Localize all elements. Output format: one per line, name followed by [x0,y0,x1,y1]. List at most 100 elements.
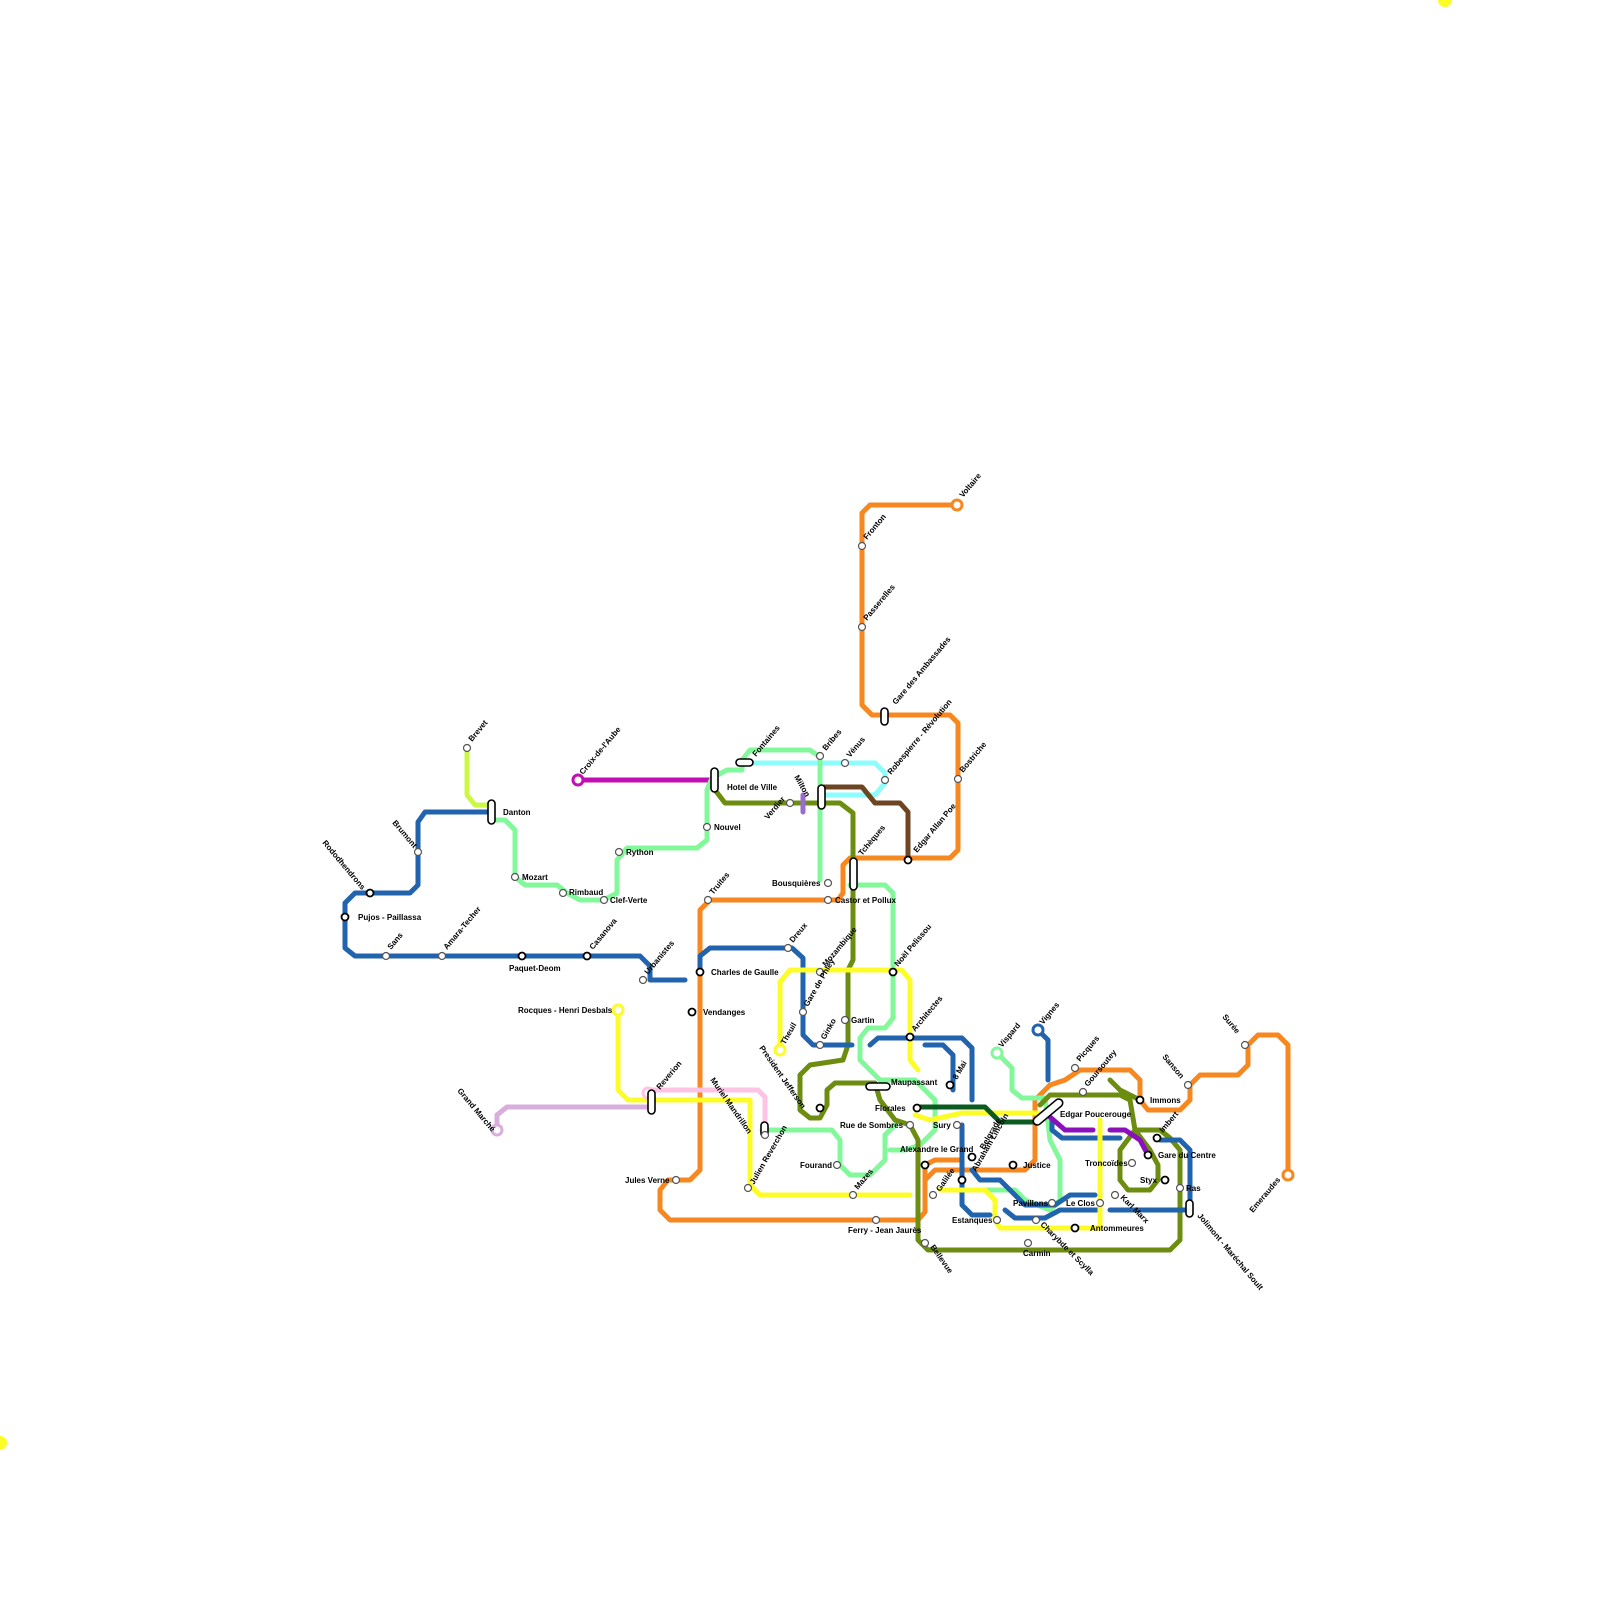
station-truites[interactable] [705,897,712,904]
label-sury: Sury [933,1121,951,1130]
station-architectes[interactable] [907,1034,914,1041]
label-edgar-poe: Edgar Allan Poe [912,801,958,854]
station-castor[interactable] [825,897,832,904]
station-brumont[interactable] [415,849,422,856]
line-blue-vignes [1038,1030,1048,1080]
label-emeraudes: Emeraudes [1248,1175,1283,1214]
station-antommeures[interactable] [1072,1225,1079,1232]
station-rython[interactable] [616,849,623,856]
station-carmin[interactable] [1025,1240,1032,1247]
transfer-maupassant[interactable] [866,1083,890,1090]
station-brevet[interactable] [464,745,471,752]
label-lincoln: Abraham Lincoln [970,1112,1011,1173]
label-grand-marche: Grand Marché [455,1087,497,1134]
transfer-jolimont[interactable] [1186,1200,1193,1217]
station-rododhendrons[interactable] [367,890,374,897]
transfer-milton[interactable] [818,785,825,809]
station-fronton[interactable] [859,543,866,550]
station-picques[interactable] [1072,1065,1079,1072]
station-charles-gaulle[interactable] [697,969,704,976]
transfer-reverion[interactable] [648,1090,655,1114]
station-ginko[interactable] [817,1042,824,1049]
station-gare-phley[interactable] [800,1009,807,1016]
label-vendanges: Vendanges [703,1008,746,1017]
station-noel[interactable] [890,969,897,976]
station-imbert[interactable] [1154,1135,1161,1142]
station-karl-marx[interactable] [1112,1192,1119,1199]
station-gare-centre[interactable] [1145,1152,1152,1159]
station-galilee[interactable] [930,1192,937,1199]
station-gartin[interactable] [842,1017,849,1024]
station-ras[interactable] [1177,1185,1184,1192]
station-alexandre[interactable] [922,1162,929,1169]
station-huit-mai[interactable] [947,1082,954,1089]
station-clef-verte[interactable] [601,897,608,904]
label-bousquieres: Bousquières [772,879,821,888]
label-ferry: Ferry - Jean Jaurès [848,1226,922,1235]
station-mozart[interactable] [512,874,519,881]
terminus-voltaire[interactable] [952,500,962,510]
station-verdier[interactable] [787,800,794,807]
station-florales[interactable] [914,1105,921,1112]
label-bribes: Bribes [821,727,844,752]
station-pujos[interactable] [342,914,349,921]
station-bellevue[interactable] [922,1240,929,1247]
station-passerelles[interactable] [859,624,866,631]
station-venus[interactable] [842,760,849,767]
station-julien[interactable] [745,1185,752,1192]
station-rimbaud[interactable] [560,890,567,897]
station-pavillons[interactable] [1049,1200,1056,1207]
station-amara[interactable] [439,953,446,960]
station-rue-sombres[interactable] [907,1122,914,1129]
terminus-croix-aube[interactable] [573,775,583,785]
station-paquet[interactable] [519,953,526,960]
transfer-fontaines[interactable] [736,759,753,766]
station-robespierre[interactable] [882,777,889,784]
station-ferry[interactable] [873,1217,880,1224]
label-brumont: Brumont [390,819,419,851]
terminus-vispard[interactable] [992,1048,1002,1058]
station-immons[interactable] [1137,1097,1144,1104]
station-galilee-b[interactable] [959,1177,966,1184]
labels: Voltaire Fronton Passerelles Gare des Am… [320,471,1282,1292]
station-goursoutey[interactable] [1080,1089,1087,1096]
label-immons: Immons [1150,1096,1181,1105]
station-bousquieres[interactable] [825,880,832,887]
station-president[interactable] [817,1105,824,1112]
station-urbanistes[interactable] [640,977,647,984]
station-sans[interactable] [383,953,390,960]
label-muriel: Muriel Mandrillon [708,1076,753,1136]
station-sury[interactable] [954,1122,961,1129]
station-edgar-poe[interactable] [905,857,912,864]
terminus-vignes[interactable] [1033,1025,1043,1035]
station-mazes[interactable] [850,1192,857,1199]
station-bostriche[interactable] [955,776,962,783]
station-dreux[interactable] [785,945,792,952]
label-rocques: Rocques - Henri Desbals [518,1006,613,1015]
label-hotel-ville: Hotel de Ville [727,783,778,792]
transfer-gare-ambassades[interactable] [881,708,888,725]
transfer-tcheques[interactable] [850,858,857,890]
transfer-danton[interactable] [488,800,495,824]
station-bribes[interactable] [817,753,824,760]
station-casanova[interactable] [584,953,591,960]
station-estanques[interactable] [994,1217,1001,1224]
station-charybde[interactable] [1033,1217,1040,1224]
station-jules-verne[interactable] [673,1177,680,1184]
station-vendanges[interactable] [689,1009,696,1016]
station-fourand[interactable] [834,1162,841,1169]
station-le-clos[interactable] [1097,1200,1104,1207]
label-tcheques: Tchèques [857,823,888,857]
station-styx[interactable] [1162,1177,1169,1184]
station-troncoides[interactable] [1129,1160,1136,1167]
label-castor: Castor et Pollux [835,896,896,905]
station-suree[interactable] [1242,1042,1249,1049]
station-muriel[interactable] [762,1132,769,1139]
terminus-emeraudes[interactable] [1283,1170,1293,1180]
station-nouvel[interactable] [704,824,711,831]
terminus-theuil[interactable] [775,1045,785,1055]
station-sanson[interactable] [1185,1082,1192,1089]
transfer-hotel-ville[interactable] [711,768,718,792]
terminus-rocques[interactable] [613,1005,623,1015]
station-justice[interactable] [1010,1162,1017,1169]
